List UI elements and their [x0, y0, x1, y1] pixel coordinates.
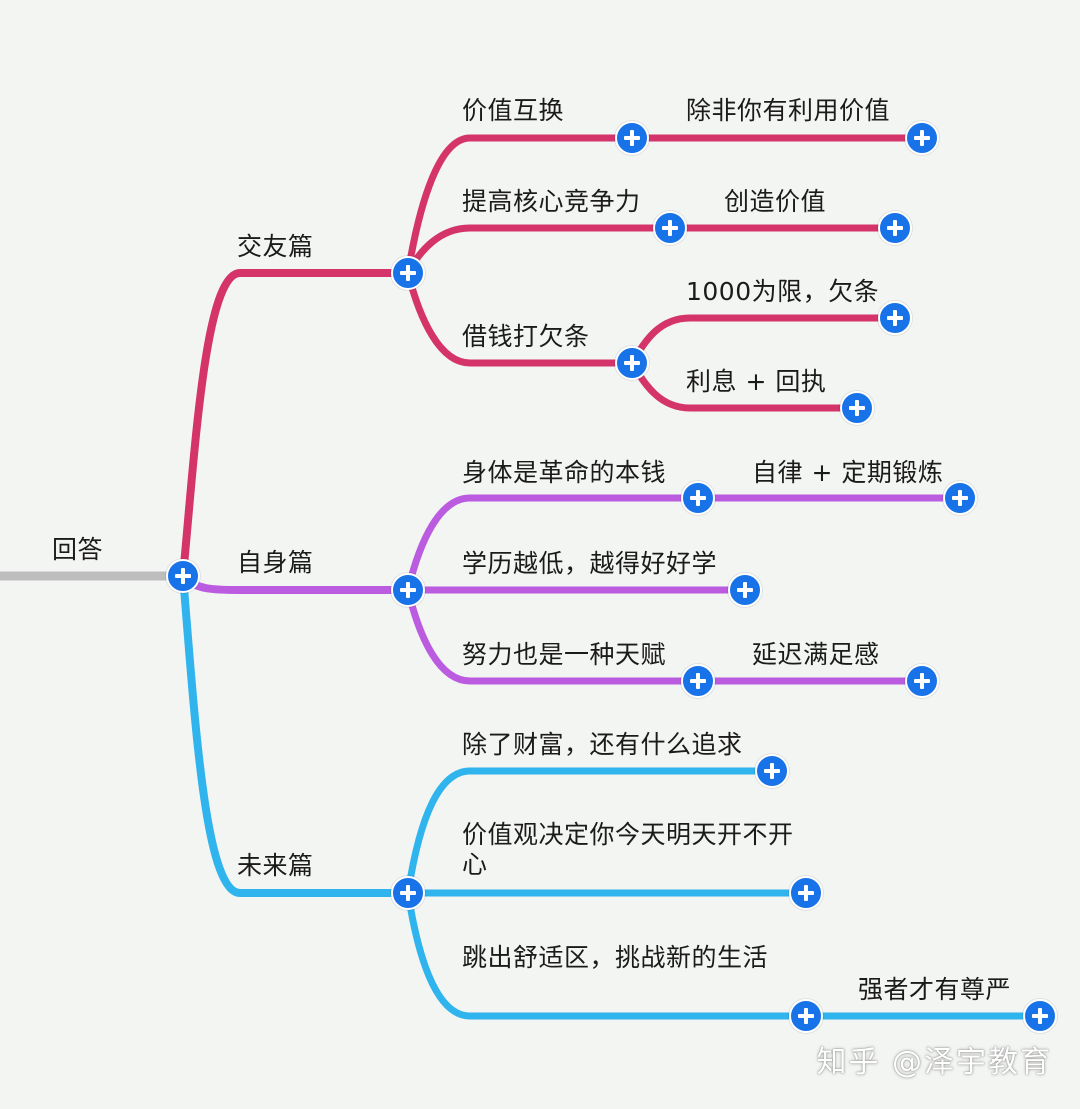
topic-label-friendship-3[interactable]: 借钱打欠条 [462, 322, 590, 351]
branch-connector-future [179, 572, 412, 897]
topic-connector-future-3 [404, 889, 810, 1020]
topic-label-future-2[interactable]: 价值观决定你今天明天开不开心 [462, 820, 794, 879]
subtopic-label-self-3-1[interactable]: 延迟满足感 [752, 640, 880, 669]
topic-label-self-2[interactable]: 学历越低，越得好好学 [462, 549, 718, 578]
topic-label-self-3[interactable]: 努力也是一种天赋 [462, 640, 667, 669]
subtopic-expand-plus-icon-self-1-1[interactable] [943, 481, 977, 515]
topic-label-future-1[interactable]: 除了财富，还有什么追求 [462, 730, 743, 759]
subtopic-connector-friendship-3-1 [628, 314, 899, 367]
branch-expand-plus-icon-future[interactable] [391, 876, 425, 910]
topic-label-self-1[interactable]: 身体是革命的本钱 [462, 458, 667, 487]
topic-expand-plus-icon-friendship-2[interactable] [653, 211, 687, 245]
topic-label-friendship-1[interactable]: 价值互换 [462, 96, 565, 125]
branch-connector-friendship [179, 269, 412, 580]
subtopic-label-friendship-1-1[interactable]: 除非你有利用价值 [686, 96, 891, 125]
subtopic-label-friendship-3-2[interactable]: 利息 + 回执 [686, 367, 827, 396]
topic-connector-friendship-1 [404, 134, 636, 277]
subtopic-expand-plus-icon-friendship-2-1[interactable] [878, 211, 912, 245]
subtopic-label-self-1-1[interactable]: 自律 + 定期锻炼 [752, 458, 944, 487]
topic-connector-friendship-3 [404, 269, 636, 367]
subtopic-expand-plus-icon-friendship-3-1[interactable] [878, 301, 912, 335]
branch-label-future[interactable]: 未来篇 [237, 851, 314, 880]
branch-expand-plus-icon-self[interactable] [391, 573, 425, 607]
topic-expand-plus-icon-friendship-1[interactable] [615, 121, 649, 155]
topic-expand-plus-icon-future-1[interactable] [755, 754, 789, 788]
branch-expand-plus-icon-friendship[interactable] [391, 256, 425, 290]
topic-connector-self-3 [404, 586, 702, 685]
topic-connector-friendship-2 [404, 224, 674, 277]
subtopic-label-friendship-2-1[interactable]: 创造价值 [724, 187, 827, 216]
subtopic-label-friendship-3-1[interactable]: 1000为限，欠条 [686, 277, 880, 306]
topic-label-friendship-2[interactable]: 提高核心竞争力 [462, 187, 641, 216]
subtopic-expand-plus-icon-self-3-1[interactable] [905, 664, 939, 698]
root-expand-plus-icon[interactable] [166, 559, 200, 593]
subtopic-label-future-3-1[interactable]: 强者才有尊严 [858, 975, 1012, 1004]
topic-expand-plus-icon-friendship-3[interactable] [615, 346, 649, 380]
watermark-text: 知乎 @泽宇教育 [816, 1045, 1052, 1080]
topic-expand-plus-icon-future-3[interactable] [789, 999, 823, 1033]
root-node-label[interactable]: 回答 [52, 535, 104, 564]
topic-expand-plus-icon-self-3[interactable] [681, 664, 715, 698]
subtopic-expand-plus-icon-friendship-1-1[interactable] [905, 121, 939, 155]
subtopic-expand-plus-icon-future-3-1[interactable] [1023, 999, 1057, 1033]
subtopic-expand-plus-icon-friendship-3-2[interactable] [840, 391, 874, 425]
branch-label-self[interactable]: 自身篇 [237, 548, 314, 577]
topic-expand-plus-icon-self-2[interactable] [728, 573, 762, 607]
topic-expand-plus-icon-future-2[interactable] [789, 876, 823, 910]
topic-label-future-3[interactable]: 跳出舒适区，挑战新的生活 [462, 943, 769, 972]
topic-connector-future-1 [404, 767, 776, 897]
topic-connector-self-1 [404, 494, 702, 594]
topic-expand-plus-icon-self-1[interactable] [681, 481, 715, 515]
branch-label-friendship[interactable]: 交友篇 [237, 232, 314, 261]
branch-connector-self [179, 572, 412, 594]
